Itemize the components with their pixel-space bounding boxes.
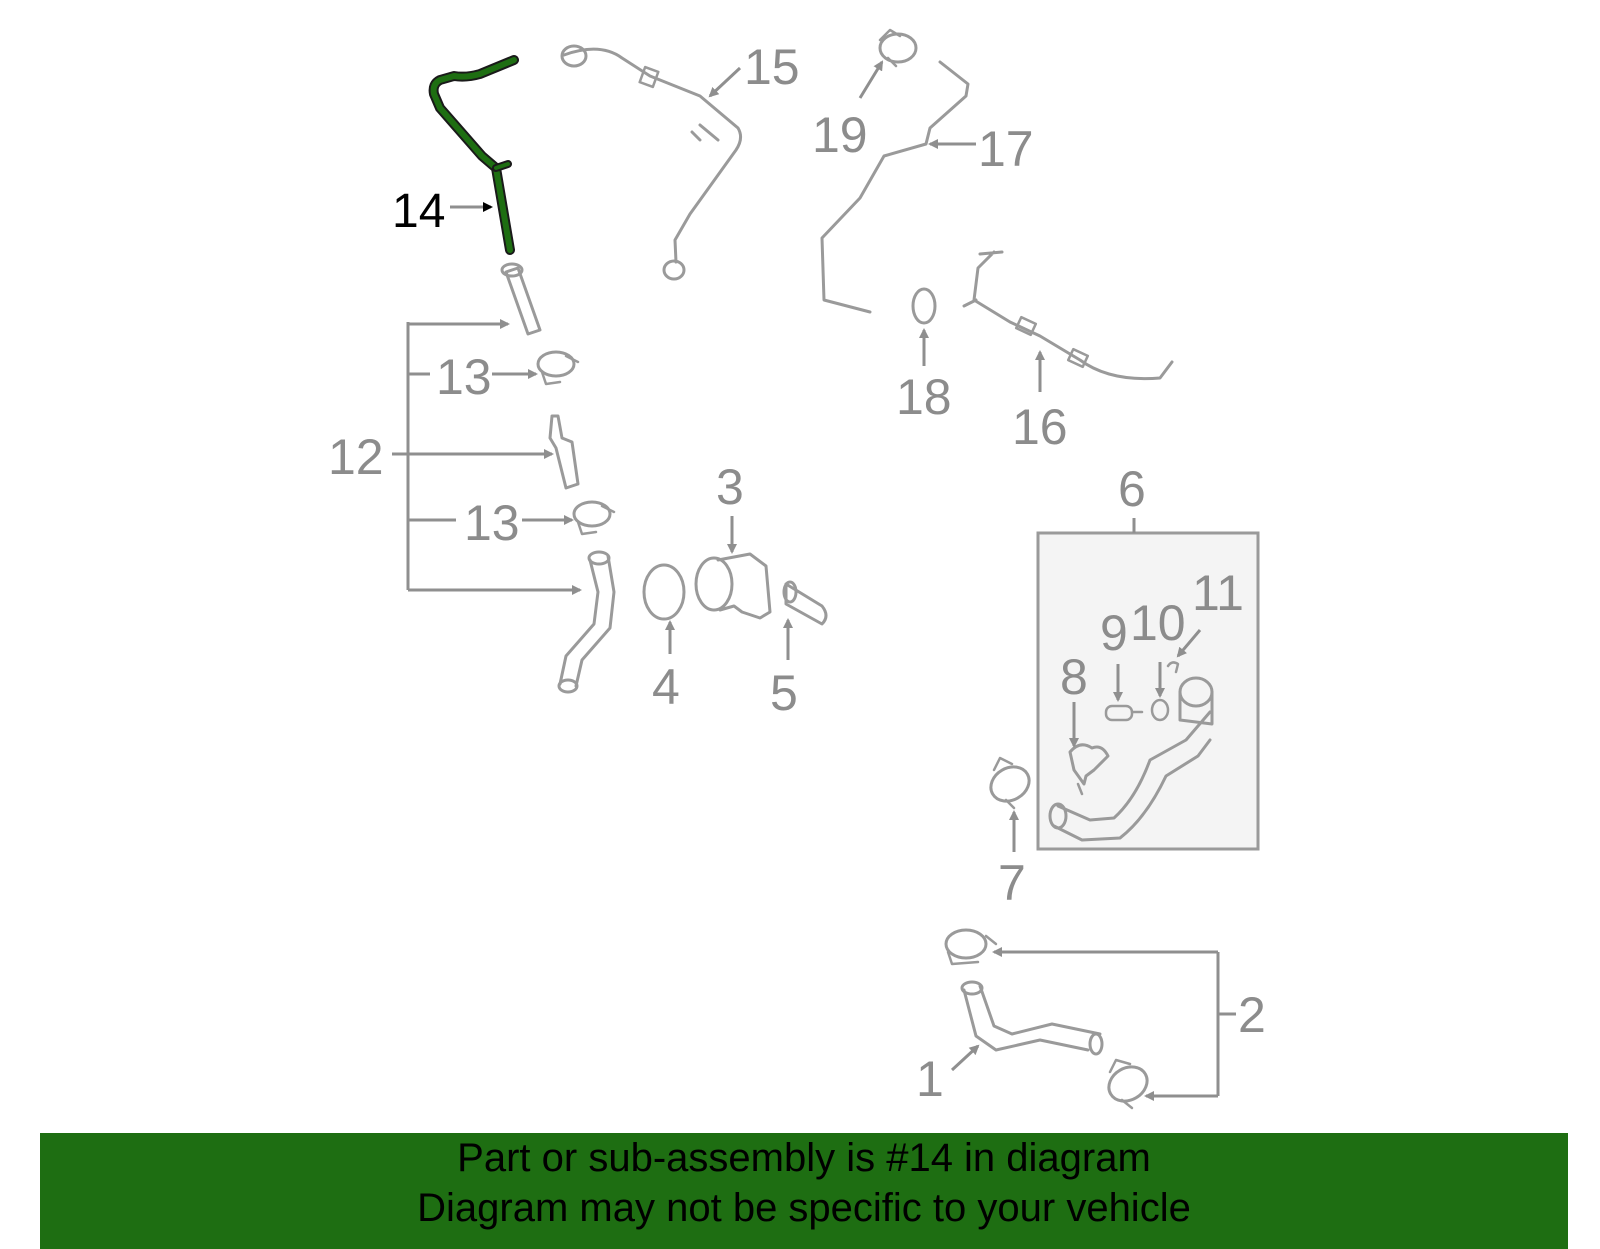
part-13-clamp-lower[interactable] — [572, 500, 616, 536]
callout-7: 7 — [998, 855, 1026, 911]
info-banner: Part or sub-assembly is #14 in diagram D… — [40, 1133, 1568, 1249]
callout-13b: 13 — [464, 495, 520, 551]
part-4-o-ring[interactable] — [642, 563, 686, 621]
callout-19-arrow — [858, 60, 884, 99]
part-12-upper-hose[interactable] — [500, 262, 542, 336]
callout-13a: 13 — [436, 349, 492, 405]
callout-11: 11 — [1192, 565, 1244, 621]
part-12-lower-hose[interactable] — [557, 550, 616, 694]
part-6-assembly-box[interactable] — [1036, 531, 1260, 851]
part-7-clamp[interactable] — [985, 756, 1036, 810]
part-17-pipe[interactable] — [820, 60, 970, 314]
banner-line-1: Part or sub-assembly is #14 in diagram — [457, 1136, 1151, 1180]
callout-2: 2 — [1238, 987, 1266, 1043]
callout-9: 9 — [1100, 605, 1128, 661]
part-18-o-ring[interactable] — [911, 287, 937, 325]
callout-1-arrow — [950, 1044, 980, 1072]
part-2-clamp-lower[interactable] — [1103, 1058, 1154, 1110]
callout-1: 1 — [916, 1051, 944, 1107]
part-3-housing[interactable] — [694, 552, 772, 620]
callout-19: 19 — [812, 107, 868, 163]
callout-4: 4 — [652, 659, 680, 715]
part-10-o-ring[interactable] — [1150, 698, 1170, 722]
banner-line-2: Diagram may not be specific to your vehi… — [417, 1186, 1191, 1230]
callout-10: 10 — [1130, 595, 1186, 651]
part-13-clamp-upper[interactable] — [536, 350, 580, 386]
part-5-pipe[interactable] — [782, 580, 828, 626]
callout-11-arrow — [1176, 629, 1202, 658]
callout-16: 16 — [1012, 399, 1068, 455]
callout-12: 12 — [328, 429, 384, 485]
callout-14: 14 — [392, 185, 445, 238]
callout-15: 15 — [744, 39, 800, 95]
callout-15-arrow — [708, 66, 742, 98]
callout-18: 18 — [896, 369, 952, 425]
part-19-clamp[interactable] — [878, 28, 918, 68]
part-12-connector[interactable] — [548, 414, 580, 490]
callout-3: 3 — [716, 459, 744, 515]
part-15-pipe[interactable] — [560, 44, 743, 281]
callout-5: 5 — [770, 665, 798, 721]
part-2-clamp-upper[interactable] — [944, 928, 998, 966]
part-9-fitting[interactable] — [1104, 704, 1144, 722]
part-6-hose[interactable] — [1048, 676, 1214, 842]
part-11-clip[interactable] — [1166, 661, 1180, 674]
callout-8: 8 — [1060, 649, 1088, 705]
callout-17: 17 — [978, 121, 1034, 177]
part-14-hose[interactable] — [428, 55, 519, 255]
part-16-hose[interactable] — [962, 250, 1174, 381]
callout-6: 6 — [1118, 461, 1146, 517]
part-1-hose[interactable] — [960, 980, 1104, 1056]
